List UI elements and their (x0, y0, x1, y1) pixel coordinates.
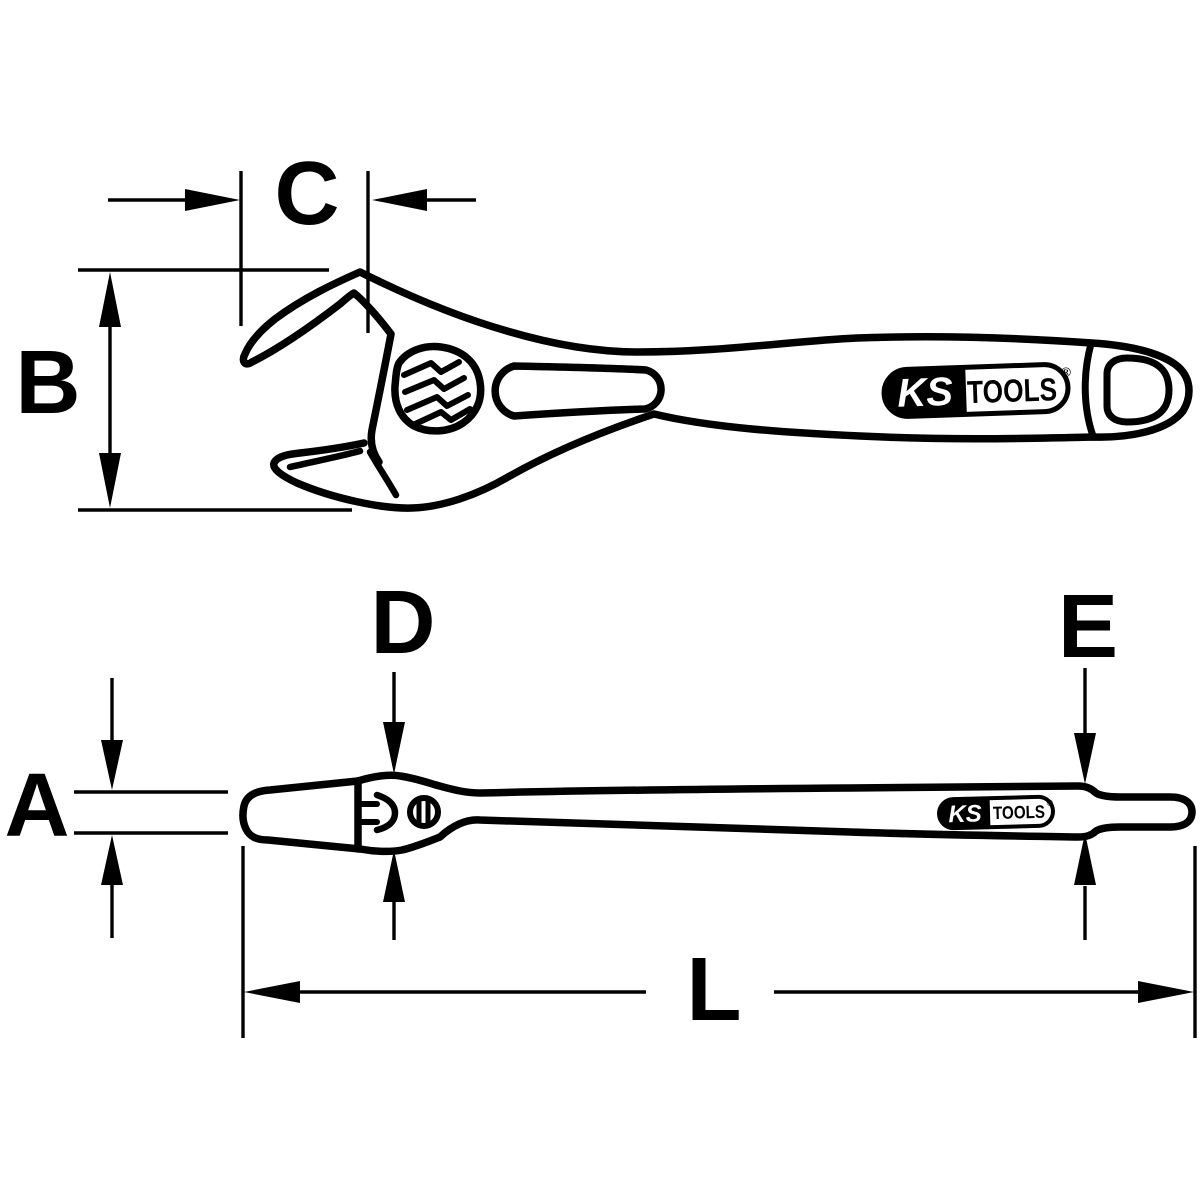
logo-tools-text-small: TOOLS (993, 802, 1046, 823)
d-arrowhead-top (383, 722, 405, 774)
dimension-c (108, 171, 476, 333)
movable-jaw-edge (366, 448, 400, 499)
c-arrowhead-left (185, 189, 240, 211)
side-view-wrench (239, 771, 1196, 856)
b-arrowhead-bottom (99, 453, 121, 508)
side-handle-outline (432, 781, 1196, 841)
ks-tools-logo-top: KS TOOLS ® (881, 362, 1073, 419)
side-worm-bump (373, 791, 399, 834)
c-arrowhead-right (372, 189, 427, 211)
side-head-bottom (356, 833, 444, 856)
dimension-b (78, 268, 352, 512)
a-arrowhead-top (101, 740, 123, 790)
logo-tools-text: TOOLS (966, 371, 1057, 410)
logo-ks-text: KS (897, 370, 954, 416)
grip-separator (1081, 340, 1097, 440)
d-arrowhead-bottom (383, 850, 405, 902)
dim-label-l: L (687, 940, 742, 1040)
l-arrowhead-left (244, 981, 300, 1003)
worm-screw-knurl (401, 359, 473, 428)
dim-label-b: B (16, 333, 81, 433)
dimension-d (383, 672, 405, 940)
dimension-l (241, 846, 1197, 1038)
ks-tools-logo-side: KS TOOLS ® (937, 794, 1055, 831)
b-arrowhead-top (99, 272, 121, 327)
dimension-a (74, 678, 228, 938)
logo-registered-mark: ® (1059, 366, 1073, 381)
neck-slot (491, 362, 665, 420)
dim-label-a: A (5, 756, 70, 856)
dim-label-c: C (275, 144, 340, 244)
movable-jaw-chamfer (286, 447, 364, 471)
l-arrowhead-right (1138, 981, 1194, 1003)
dimension-e (1074, 668, 1096, 940)
logo-registered-mark-small: ® (1046, 798, 1054, 807)
side-head-top (354, 771, 440, 789)
side-jaw-taper (239, 777, 364, 853)
logo-ks-black-field (884, 367, 967, 417)
logo-ks-black-field-small (939, 798, 991, 829)
dim-label-d: D (371, 573, 436, 673)
e-arrowhead-bottom (1074, 833, 1096, 885)
wrench-outline-top (239, 268, 1193, 512)
e-arrowhead-top (1074, 733, 1096, 784)
dim-label-e: E (1058, 577, 1118, 677)
a-arrowhead-bottom (101, 835, 123, 885)
top-view-wrench (239, 268, 1193, 512)
worm-screw-opening (391, 342, 485, 435)
side-pin-circle (407, 795, 441, 829)
logo-ks-text-small: KS (948, 800, 982, 828)
hang-hole (1103, 354, 1173, 426)
